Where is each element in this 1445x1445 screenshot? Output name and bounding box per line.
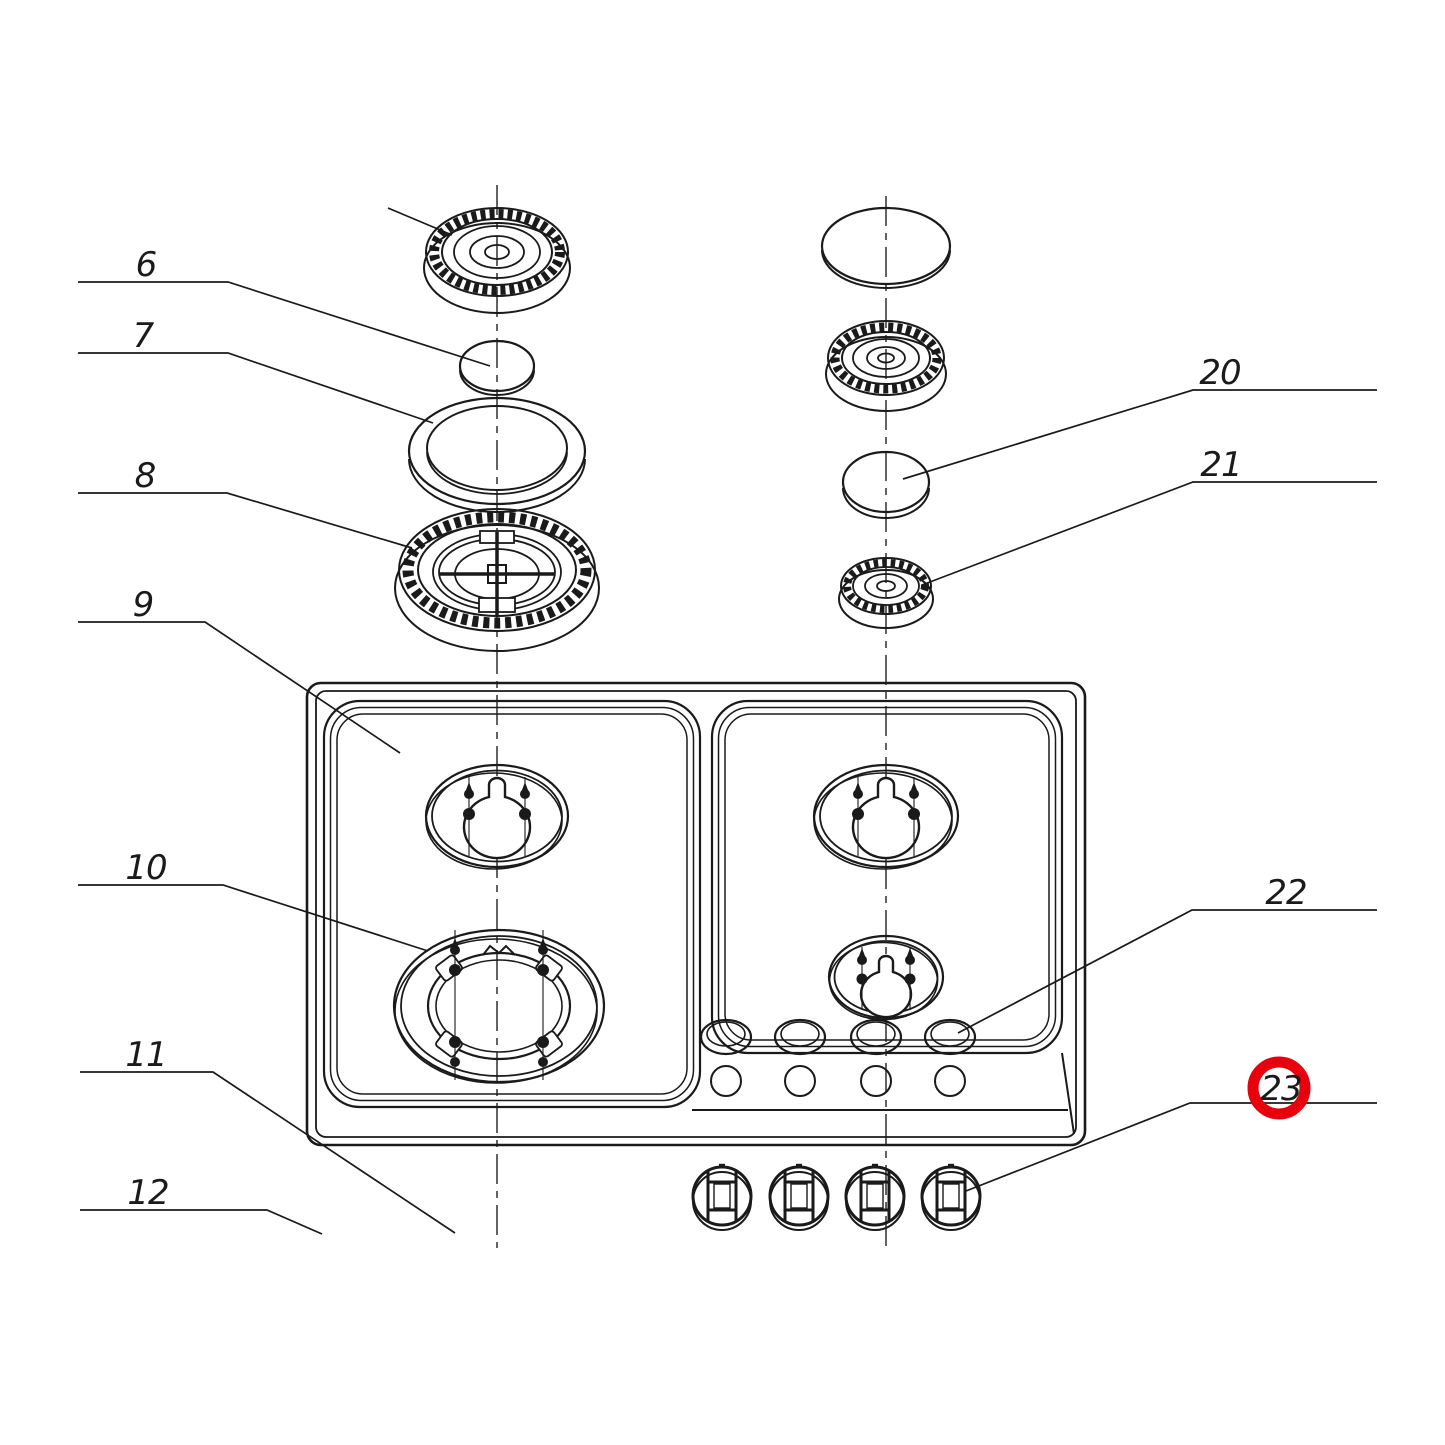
valve-boss-4 bbox=[923, 1018, 977, 1056]
part-9-leader-line bbox=[78, 621, 401, 754]
cooktop-body bbox=[305, 681, 1087, 1147]
part-8-leader-line bbox=[78, 492, 413, 549]
part-22-label: 22 bbox=[1265, 873, 1306, 913]
part-12-label: 12 bbox=[127, 1173, 168, 1213]
part-21-label: 21 bbox=[1200, 445, 1241, 485]
centerlines bbox=[496, 185, 887, 1248]
flame-ring-aux-icon bbox=[838, 557, 934, 629]
left-pan-panel bbox=[322, 699, 702, 1109]
burner-opening-left-top bbox=[424, 763, 570, 870]
control-knob-1 bbox=[691, 1163, 753, 1231]
exploded-right-column bbox=[820, 206, 952, 629]
apron-hole-2 bbox=[784, 1065, 816, 1097]
part-top-cropped-leader-line bbox=[387, 207, 453, 236]
burner-openings bbox=[392, 763, 960, 1084]
electrode-dots bbox=[463, 782, 531, 820]
flame-ring-right-icon bbox=[825, 320, 947, 412]
valve-boss-3 bbox=[849, 1018, 903, 1056]
control-knob-2 bbox=[768, 1163, 830, 1231]
control-knob-3 bbox=[844, 1163, 906, 1231]
control-knob-4 bbox=[920, 1163, 982, 1231]
part-23-label: 23 bbox=[1260, 1069, 1301, 1109]
part-9-label: 9 bbox=[133, 585, 154, 625]
valve-boss-1 bbox=[699, 1018, 753, 1056]
part-7-label: 7 bbox=[133, 316, 155, 356]
burner-cap-small-icon bbox=[458, 339, 536, 396]
part-11-leader-line bbox=[80, 1071, 456, 1234]
part-21-leader-line bbox=[921, 481, 1377, 586]
hob-inner-frame bbox=[315, 690, 1077, 1138]
part-20-label: 20 bbox=[1199, 353, 1240, 393]
burner-opening-right-bottom bbox=[827, 934, 945, 1021]
control-knobs bbox=[691, 1163, 982, 1231]
flame-ring-top-icon bbox=[423, 207, 571, 314]
front-apron bbox=[692, 1052, 1075, 1135]
part-12-leader-line bbox=[80, 1209, 323, 1235]
valve-bosses bbox=[699, 1018, 977, 1056]
part-11-label: 11 bbox=[125, 1035, 166, 1075]
electrode-dots bbox=[449, 938, 549, 1067]
part-8-label: 8 bbox=[135, 456, 156, 496]
part-22-leader-line bbox=[957, 909, 1377, 1034]
part-10-leader-line bbox=[78, 884, 429, 952]
exploded-left-column bbox=[394, 207, 600, 652]
hob-outer-frame bbox=[305, 681, 1087, 1147]
callouts-layer: 6 7 8 9 10 11 12 20 21 22 23 bbox=[78, 207, 1377, 1235]
apron-hole-1 bbox=[710, 1065, 742, 1097]
part-10-label: 10 bbox=[125, 848, 166, 888]
part-7-leader-line bbox=[78, 352, 434, 424]
electrode-dots bbox=[856, 948, 916, 985]
burner-body-icon bbox=[394, 508, 600, 652]
part-6-label: 6 bbox=[136, 245, 157, 285]
part-20-leader-line bbox=[902, 389, 1377, 480]
electrode-dots bbox=[852, 782, 920, 820]
part-6-leader-line bbox=[78, 281, 491, 367]
burner-opening-left-bottom-large bbox=[392, 928, 606, 1084]
burner-cap-aux-icon bbox=[841, 450, 931, 519]
burner-ring-icon bbox=[407, 396, 587, 513]
apron-hole-3 bbox=[860, 1065, 892, 1097]
apron-hole-4 bbox=[934, 1065, 966, 1097]
part-23-highlight-circle bbox=[1247, 1056, 1311, 1120]
valve-boss-2 bbox=[773, 1018, 827, 1056]
burner-opening-right-top bbox=[812, 763, 960, 870]
burner-cap-large-icon bbox=[820, 206, 952, 289]
part-23-leader-line bbox=[965, 1102, 1377, 1192]
